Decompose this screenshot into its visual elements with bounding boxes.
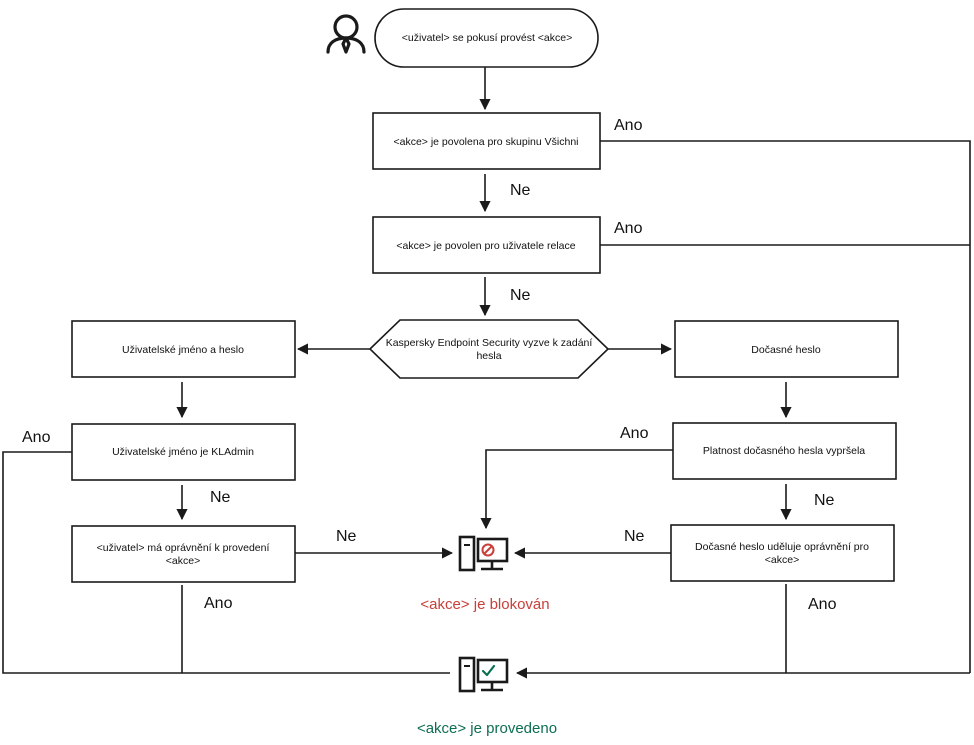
temp-expired-label: Platnost dočasného hesla vypršela (703, 445, 865, 457)
question-session (372, 216, 601, 274)
edge-label-yes-2: Ano (614, 220, 643, 237)
edge-label-yes-6: Ano (808, 596, 837, 613)
temp-password-node (674, 320, 899, 378)
edge-label-yes-5: Ano (620, 425, 649, 442)
edge-label-no-3: Ne (210, 489, 231, 506)
kladmin-question-label: Uživatelské jméno je KLAdmin (112, 446, 254, 458)
credentials-label: Uživatelské jméno a heslo (122, 344, 244, 356)
temp-expired-question (672, 422, 897, 480)
question-everyone-label: <akce> je povolena pro skupinu Všichni (393, 136, 578, 148)
question-everyone (372, 112, 601, 170)
permission-question-line1: <uživatel> má oprávnění k provedení (97, 542, 270, 554)
temp-grants-question (670, 524, 895, 582)
edge-label-yes-3: Ano (22, 429, 51, 446)
credentials-node (71, 320, 296, 378)
kladmin-question (71, 423, 296, 481)
edge-label-yes-1: Ano (614, 117, 643, 134)
start-node (374, 8, 599, 68)
edge-label-no-5: Ne (814, 492, 835, 509)
edge-label-yes-4: Ano (204, 595, 233, 612)
permission-question (71, 525, 296, 583)
permission-question-line2: <akce> (166, 555, 200, 567)
blocked-result-label: <akce> je blokován (420, 596, 549, 613)
edge-label-no-1: Ne (510, 182, 531, 199)
user-icon (326, 14, 366, 54)
question-session-label: <akce> je povolen pro uživatele relace (396, 240, 575, 252)
edge-label-no-4: Ne (336, 528, 357, 545)
password-prompt-node (368, 319, 610, 379)
temp-grants-line1: Dočasné heslo uděluje oprávnění pro (695, 541, 869, 553)
password-prompt-line1: Kaspersky Endpoint Security vyzve k zadá… (386, 337, 593, 349)
password-prompt-line2: hesla (476, 350, 501, 362)
computer-blocked-icon (458, 535, 509, 572)
edge-label-no-6: Ne (624, 528, 645, 545)
start-node-label: <uživatel> se pokusí provést <akce> (402, 32, 572, 44)
computer-allowed-icon (458, 656, 509, 693)
performed-result-label: <akce> je provedeno (417, 720, 557, 737)
temp-password-label: Dočasné heslo (751, 344, 821, 356)
temp-grants-line2: <akce> (765, 554, 799, 566)
edge-label-no-2: Ne (510, 287, 531, 304)
